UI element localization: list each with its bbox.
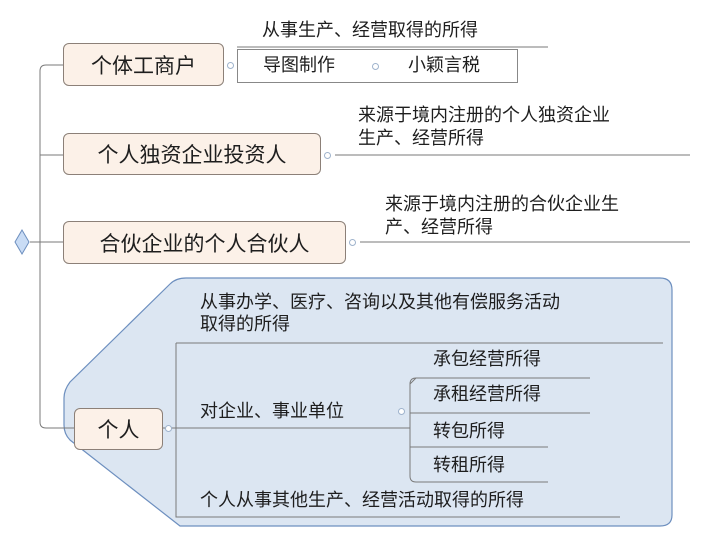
leaf-line1: 来源于境内注册的合伙企业生 [385,194,619,215]
leaf-item: 转租所得 [433,455,505,476]
collapse-toggle-icon[interactable] [324,152,331,159]
branch-self-employed[interactable]: 个体工商户 [63,43,224,86]
callout-left: 导图制作 [263,55,335,76]
branch-label: 合伙企业的个人合伙人 [99,231,310,256]
collapse-toggle-icon[interactable] [398,408,405,415]
root-diamond-icon [14,229,30,255]
leaf-text: 个人从事其他生产、经营活动取得的所得 [200,490,524,511]
leaf-item: 承包经营所得 [433,349,541,370]
branch-label: 个人独资企业投资人 [97,143,287,167]
branch-individual[interactable]: 个人 [74,408,163,450]
branch-partner[interactable]: 合伙企业的个人合伙人 [63,221,346,264]
leaf-text: 从事生产、经营取得的所得 [262,20,478,41]
callout-box: 导图制作 小颖言税 [237,49,518,83]
leaf-item: 转包所得 [433,421,505,442]
boundary-individual [63,277,673,527]
leaf-line1: 从事办学、医疗、咨询以及其他有偿服务活动 [200,292,560,313]
leaf-line2: 产、经营所得 [385,217,493,238]
leaf-line2: 取得的所得 [200,314,290,335]
collapse-toggle-icon[interactable] [349,239,356,246]
branch-label: 个体工商户 [91,53,196,78]
callout-right: 小颖言税 [408,55,480,76]
leaf-item: 承租经营所得 [433,384,541,405]
collapse-toggle-icon[interactable] [227,62,234,69]
branch-label: 个人 [97,418,140,442]
collapse-toggle-icon[interactable] [372,63,379,70]
collapse-toggle-icon[interactable] [165,425,172,432]
leaf-line1: 来源于境内注册的个人独资企业 [358,105,610,126]
branch-sole-proprietor[interactable]: 个人独资企业投资人 [63,133,321,175]
leaf-line2: 生产、经营所得 [358,128,484,149]
sub-branch-enterprise[interactable]: 对企业、事业单位 [200,401,344,422]
